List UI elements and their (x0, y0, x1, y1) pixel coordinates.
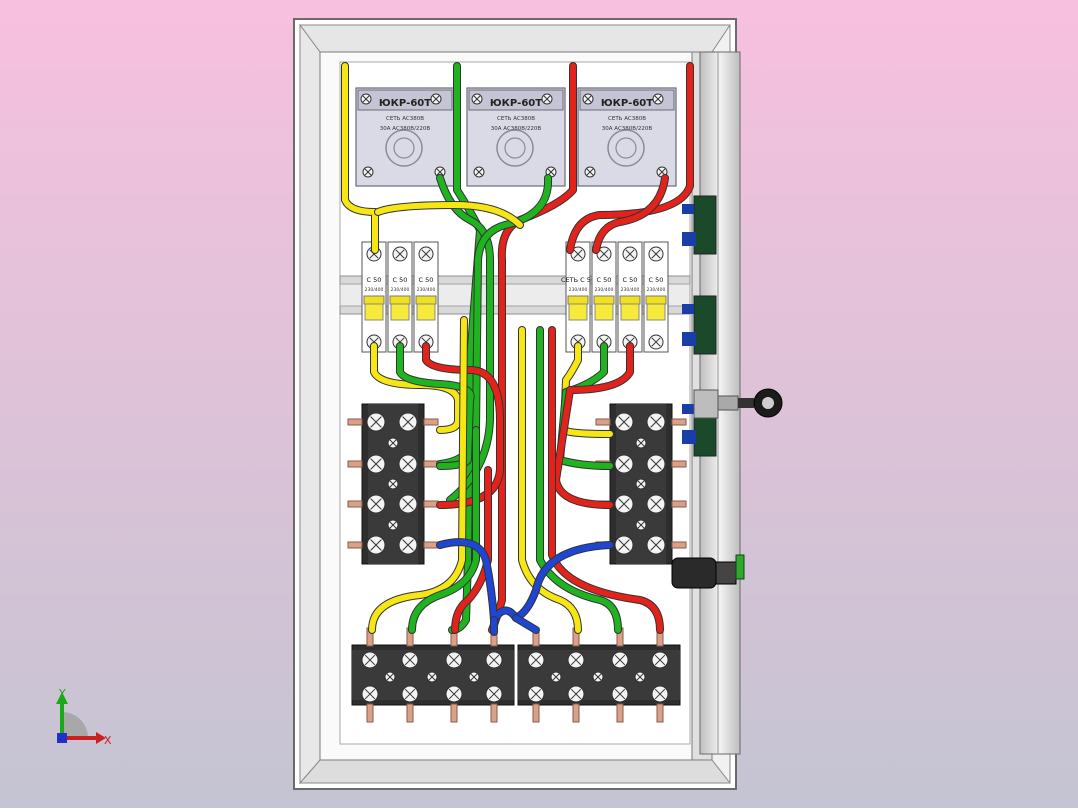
terminal-block (351, 627, 515, 723)
relay-label: ЮКР-60Т (490, 98, 542, 109)
relay-spec-line: СЕТЬ AC380В (608, 116, 646, 122)
wire (561, 343, 613, 437)
relay-label: ЮКР-60Т (379, 98, 431, 109)
breaker-voltage: 230/400 (621, 287, 640, 293)
terminal-block (517, 627, 681, 723)
breaker-rating: C 50 (649, 276, 664, 284)
breaker-voltage: 230/400 (569, 287, 588, 293)
relay-module: ЮКР-60Т СЕТЬ AC380В 30А AC380В/220В (355, 87, 455, 187)
breaker-voltage: 230/400 (595, 287, 614, 293)
breaker-rating: C 50 (623, 276, 638, 284)
wire (369, 317, 467, 633)
terminal-block (595, 403, 687, 565)
wire (375, 202, 523, 228)
axis-triad: Y X (56, 687, 112, 747)
wire (593, 175, 668, 253)
circuit-breaker[interactable]: C 50 230/400 (591, 241, 617, 353)
relay-spec-line: СЕТЬ AC380В (497, 116, 535, 122)
breaker-rating: C 50 (597, 276, 612, 284)
wire (519, 327, 581, 633)
wire (409, 427, 479, 633)
relay-module: ЮКР-60Т СЕТЬ AC380В 30А AC380В/220В (466, 87, 566, 187)
breaker-voltage: 230/400 (365, 287, 384, 293)
axis-x-label: X (104, 734, 112, 747)
relay-spec-line: 30А AC380В/220В (602, 126, 653, 132)
terminal-block (347, 403, 439, 565)
relay-spec-line: СЕТЬ AC380В (386, 116, 424, 122)
circuit-breaker[interactable]: C 50 230/400 (387, 241, 413, 353)
breaker-rating: C 50 (393, 276, 408, 284)
door-hardware (682, 195, 717, 457)
wire (437, 539, 613, 623)
axis-y-label: Y (58, 687, 66, 700)
wire (423, 343, 503, 508)
terminal-blocks (347, 403, 687, 723)
relay-module: ЮКР-60Т СЕТЬ AC380В 30А AC380В/220В (577, 87, 677, 187)
breaker-voltage: 230/400 (391, 287, 410, 293)
gland-icon (671, 554, 745, 589)
relay-spec-line: 30А AC380В/220В (491, 126, 542, 132)
wire (513, 615, 539, 633)
wiring (341, 62, 694, 636)
breaker-rating: СЕТЬ C 50 (561, 276, 595, 284)
breaker-voltage: 230/400 (647, 287, 666, 293)
circuit-breaker[interactable]: C 50 230/400 (413, 241, 439, 353)
wire (553, 343, 633, 508)
breaker-rating: C 50 (367, 276, 382, 284)
lock-icon[interactable] (693, 388, 783, 419)
circuit-breaker[interactable]: C 50 230/400 (617, 241, 643, 353)
wire (371, 343, 461, 433)
circuit-breaker[interactable]: СЕТЬ C 50 230/400 (561, 241, 595, 353)
relay-spec-line: 30А AC380В/220В (380, 126, 431, 132)
circuit-breaker[interactable]: C 50 230/400 (361, 241, 387, 353)
relay-label: ЮКР-60Т (601, 98, 653, 109)
breaker-voltage: 230/400 (417, 287, 436, 293)
breaker-rating: C 50 (419, 276, 434, 284)
wire (567, 63, 693, 253)
wire (549, 327, 663, 633)
circuit-breaker[interactable]: C 50 230/400 (643, 241, 669, 353)
